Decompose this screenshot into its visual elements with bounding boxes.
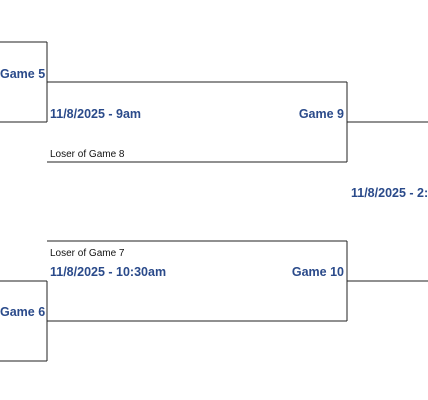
game10-note: Loser of Game 7: [50, 248, 125, 259]
game6-label: Game 6: [0, 305, 46, 319]
game5-label: Game 5: [0, 67, 46, 81]
game9-note: Loser of Game 8: [50, 149, 125, 160]
game10-time: 11/8/2025 - 10:30am: [50, 265, 167, 279]
game9-time: 11/8/2025 - 9am: [50, 107, 142, 121]
game9-label: Game 9: [298, 107, 344, 121]
next-game-time: 11/8/2025 - 2:: [351, 186, 428, 200]
game10-label: Game 10: [291, 265, 344, 279]
